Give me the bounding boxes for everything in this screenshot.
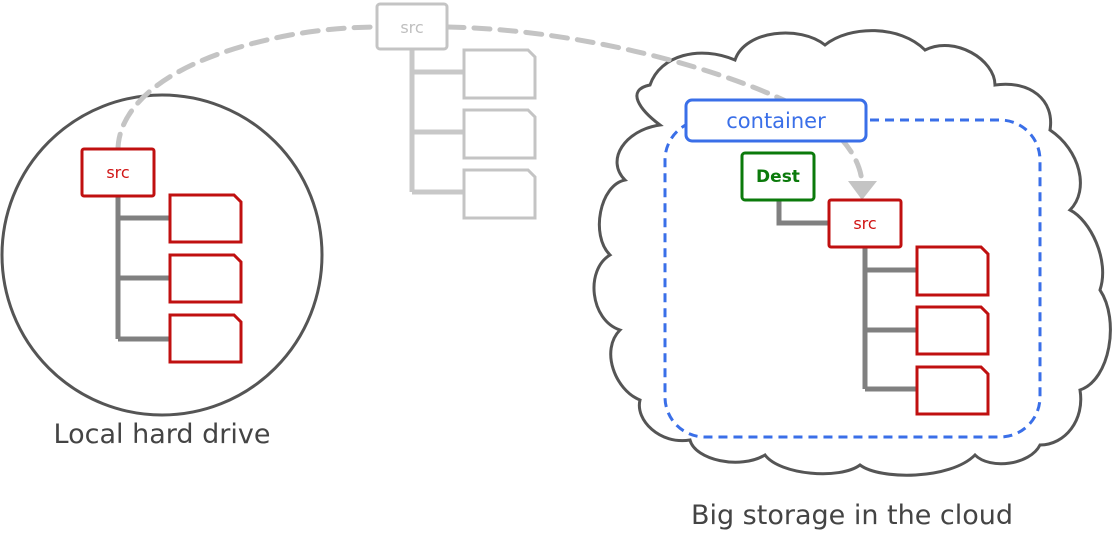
ghost-file-2 [462, 108, 537, 160]
cloud-src-box [827, 198, 903, 249]
move-arrow-path-2 [445, 24, 865, 185]
ghost-src-box [375, 2, 449, 51]
ghost-tree: src [375, 2, 537, 220]
local-src-box [80, 147, 156, 198]
local-src-label: src [106, 163, 129, 182]
container-boundary [663, 118, 1042, 439]
cloud-file-3 [915, 365, 990, 416]
ghost-file-1 [462, 48, 537, 100]
cloud-file-1 [915, 245, 990, 297]
move-arrow-path [115, 24, 381, 153]
cloud-shape [592, 29, 1112, 477]
local-file-3 [168, 313, 243, 364]
cloud-caption: Big storage in the cloud [691, 500, 1013, 531]
dest-label: Dest [756, 167, 800, 187]
arrow-head-icon [848, 181, 877, 200]
local-drive-caption: Local hard drive [54, 419, 271, 450]
local-file-2 [168, 253, 243, 304]
local-drive-circle [0, 93, 324, 417]
container-label: container [726, 109, 826, 133]
dest-box [740, 151, 816, 202]
ghost-src-label: src [400, 18, 423, 37]
cloud-tree: src [827, 198, 990, 416]
local-file-1 [168, 193, 243, 244]
local-tree: src [80, 147, 243, 364]
cloud-src-label: src [853, 214, 876, 233]
cloud-file-2 [915, 305, 990, 356]
ghost-file-3 [462, 168, 537, 220]
container-label-box [684, 98, 868, 143]
